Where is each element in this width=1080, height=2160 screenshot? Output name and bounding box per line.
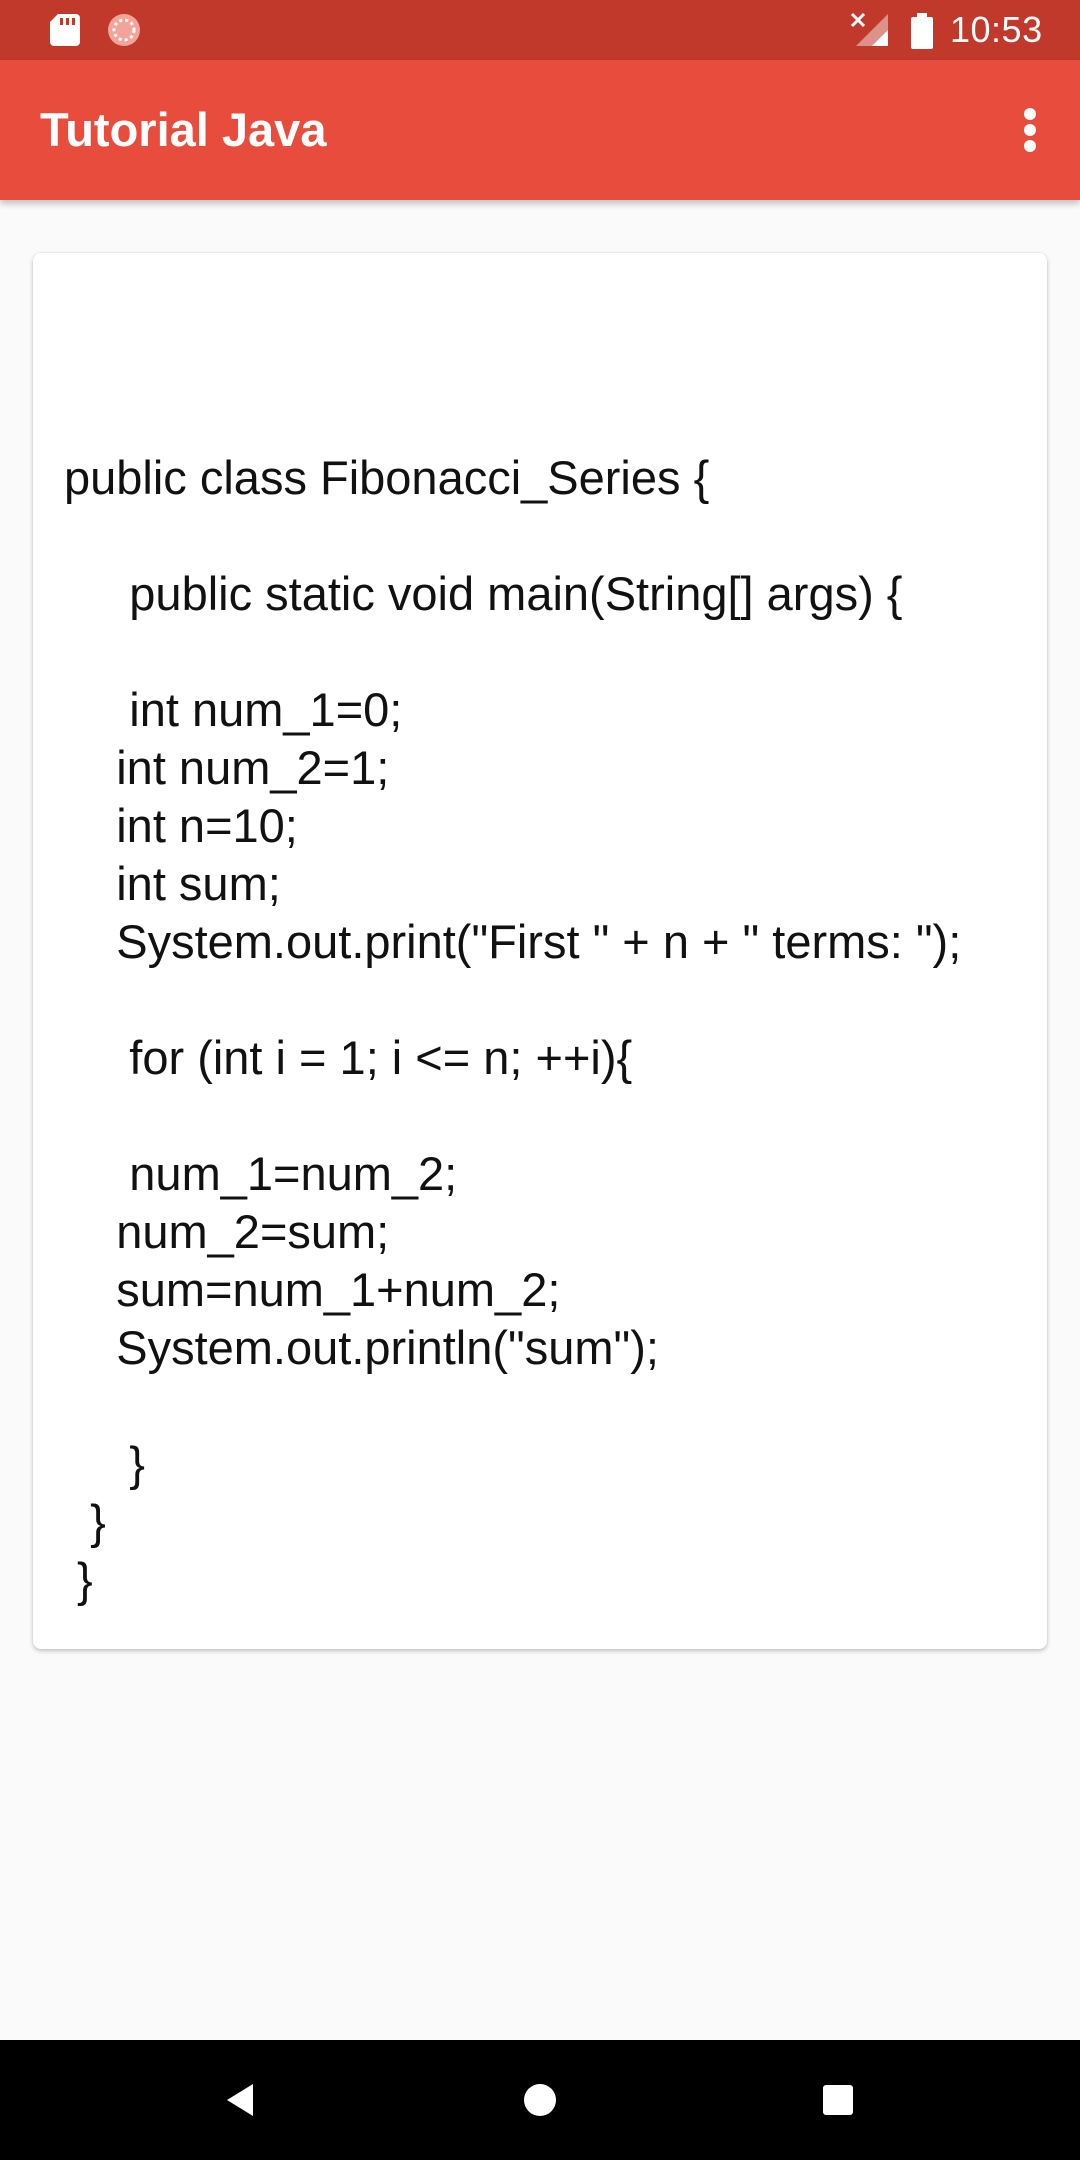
code-line	[64, 623, 961, 681]
code-line	[64, 1087, 961, 1145]
code-line: }	[64, 1553, 93, 1606]
code-line: }	[64, 1437, 145, 1490]
code-line	[64, 507, 961, 565]
code-line: public static void main(String[] args) {	[64, 567, 903, 620]
code-line: int n=10;	[64, 799, 298, 852]
code-line: for (int i = 1; i <= n; ++i){	[64, 1031, 633, 1084]
sd-card-icon	[50, 14, 80, 46]
code-block: public class Fibonacci_Series { public s…	[64, 391, 961, 1609]
more-vert-icon	[1024, 108, 1036, 152]
code-line: int num_2=1;	[64, 741, 390, 794]
navigation-bar	[0, 2040, 1080, 2160]
code-line: System.out.print("First " + n + " terms:…	[64, 915, 962, 968]
status-bar: 10:53	[0, 0, 1080, 60]
signal-off-icon	[850, 12, 888, 46]
nav-back-button[interactable]	[210, 2070, 270, 2130]
nav-recents-button[interactable]	[808, 2070, 868, 2130]
code-line: int num_1=0;	[64, 683, 403, 736]
app-bar: Tutorial Java	[0, 60, 1080, 200]
sync-icon	[108, 14, 140, 46]
back-icon	[227, 2084, 253, 2116]
code-line: int sum;	[64, 857, 281, 910]
status-time: 10:53	[950, 9, 1043, 50]
code-line: public class Fibonacci_Series {	[64, 451, 710, 504]
code-line: num_1=num_2;	[64, 1147, 458, 1200]
app-title: Tutorial Java	[40, 103, 327, 156]
recents-icon	[823, 2085, 853, 2115]
code-line: }	[64, 1495, 106, 1548]
home-icon	[524, 2084, 556, 2116]
code-card: public class Fibonacci_Series { public s…	[33, 253, 1047, 1649]
code-line: sum=num_1+num_2;	[64, 1263, 561, 1316]
overflow-menu-button[interactable]	[990, 90, 1070, 170]
code-line: System.out.println("sum");	[64, 1321, 659, 1374]
code-line	[64, 391, 961, 449]
code-line: num_2=sum;	[64, 1205, 390, 1258]
nav-home-button[interactable]	[510, 2070, 570, 2130]
code-line	[64, 971, 961, 1029]
code-line	[64, 1377, 961, 1435]
battery-icon	[911, 13, 933, 49]
